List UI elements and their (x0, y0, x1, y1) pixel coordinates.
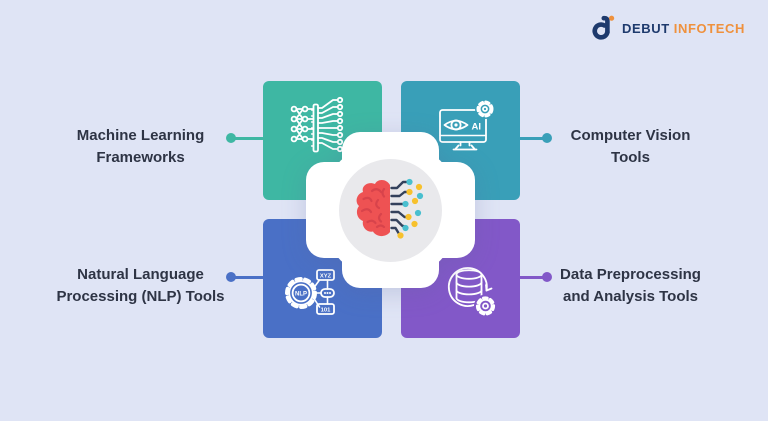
logo-word-debut: DEBUT (621, 20, 670, 36)
circuit-dots (397, 178, 424, 239)
connector-nlp (231, 276, 264, 279)
nlp-gear-label: NLP (295, 291, 307, 297)
label-machine-learning: Machine Learning Frameworks (38, 125, 243, 169)
connector-dot-computer-vision (542, 133, 552, 143)
101-tag-label: 101 (321, 307, 331, 313)
connector-dot-machine-learning (226, 133, 236, 143)
logo-word-infotech: INFOTECH (673, 20, 745, 36)
label-line: and Analysis Tools (562, 288, 699, 305)
label-line: Natural Language (77, 266, 204, 283)
label-line: Tools (611, 149, 650, 166)
ai-brain-icon (356, 178, 424, 239)
label-line: Data Preprocessing (560, 266, 701, 283)
connector-dot-nlp (226, 272, 236, 282)
neural-network-icon (290, 96, 344, 153)
label-line: Processing (NLP) Tools (56, 288, 225, 305)
connector-computer-vision (518, 137, 546, 140)
label-computer-vision: Computer Vision Tools (528, 125, 733, 169)
label-data-preprocessing: Data Preprocessing and Analysis Tools (528, 264, 733, 308)
ai-label: AI (472, 122, 482, 133)
label-nlp: Natural Language Processing (NLP) Tools (38, 264, 243, 308)
label-line: Computer Vision (570, 127, 691, 144)
connector-data-preprocessing (518, 276, 546, 279)
label-line: Machine Learning (76, 127, 205, 144)
label-line: Frameworks (96, 149, 185, 166)
xyz-tag-label: XYZ (320, 273, 332, 279)
connector-machine-learning (231, 137, 264, 140)
database-gear-icon (447, 267, 497, 318)
center-gray-plate (339, 159, 442, 262)
connector-dot-data-preprocessing (542, 272, 552, 282)
nlp-gear-icon: NLP XYZ 101 (285, 269, 335, 315)
debut-infotech-logo-icon (592, 15, 615, 40)
vision-monitor-icon: AI (439, 99, 495, 151)
